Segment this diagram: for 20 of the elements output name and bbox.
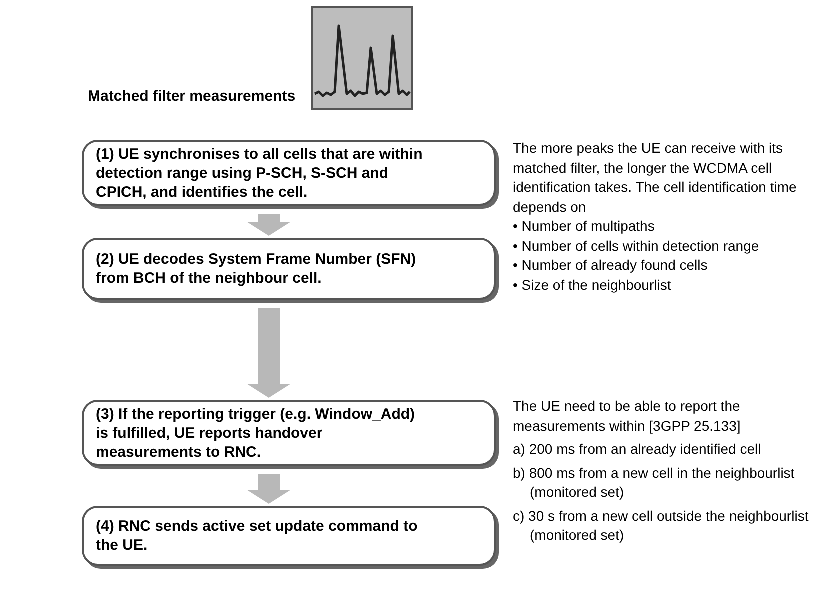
block-arrow (247, 308, 291, 398)
process-box (82, 140, 496, 206)
step-text: (3) If the reporting trigger (e.g. Window_Add) is fulfilled, UE reports handover measurements to RNC. (96, 404, 416, 462)
block-arrow (247, 214, 291, 236)
note-paragraph: The more peaks the UE can receive with its matched filter, the longer the WCDMA cell identification takes. The cell identification time depends on (513, 139, 798, 217)
step-text: (2) UE decodes System Frame Number (SFN) from BCH of the neighbour cell. (96, 250, 418, 288)
list-item: a) 200 ms from an already identified cell (513, 440, 762, 459)
bullet-item: • Number of multipaths (513, 217, 656, 236)
process-box (82, 238, 496, 300)
bullet-item: • Size of the neighbourlist (513, 276, 672, 295)
step-text: (4) RNC sends active set update command to the UE. (96, 517, 419, 555)
bullet-item: • Number of already found cells (513, 256, 709, 275)
process-box (82, 506, 496, 566)
process-box (82, 400, 496, 466)
list-item: c) 30 s from a new cell outside the neighbourlist (monitored set) (513, 506, 810, 545)
step-text: (1) UE synchronises to all cells that are within detection range using P-SCH, S-SCH and CPICH, and identifies the cell. (96, 144, 424, 202)
block-arrow (247, 474, 291, 504)
plot-caption: Matched filter measurements (88, 87, 296, 107)
list-item: b) 800 ms from a new cell in the neighbourlist (monitored set) (513, 464, 796, 502)
bullet-item: • Number of cells within detection range (513, 236, 760, 256)
